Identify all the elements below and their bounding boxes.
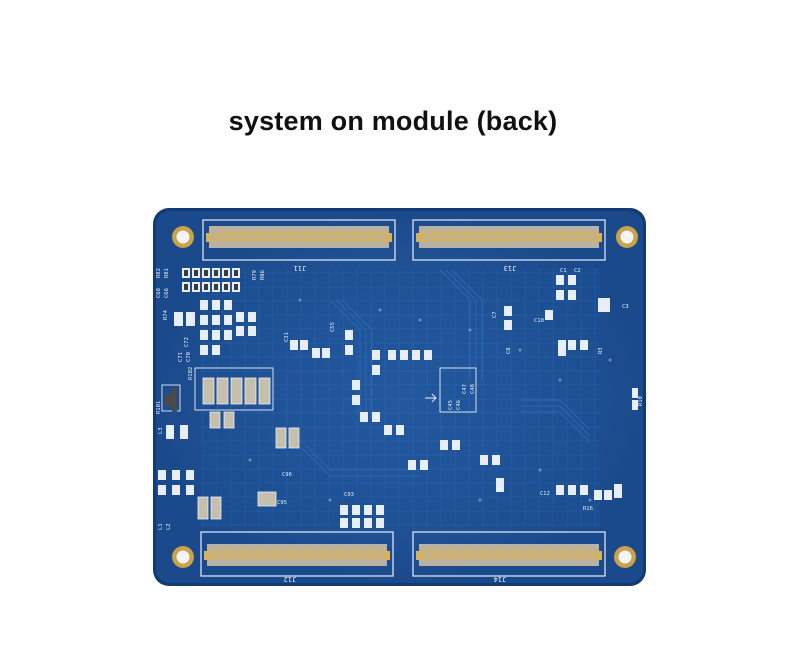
connector-j14-label: J14 xyxy=(494,575,507,583)
silkscreen-outlines xyxy=(161,367,477,413)
silk-label: R10 xyxy=(638,396,644,406)
silk-label: C70 xyxy=(186,352,192,362)
silk-label: C55 xyxy=(330,322,336,332)
silk-label: R101 xyxy=(156,401,162,414)
connector-j11-label: J11 xyxy=(294,264,307,272)
silk-label: C12 xyxy=(540,491,550,497)
connector-j12-label: J12 xyxy=(284,575,297,583)
mounting-hole-top-left xyxy=(172,226,194,248)
silk-label: R3 xyxy=(598,347,604,354)
silk-label: L2 xyxy=(166,523,172,530)
connector-j11: J11 xyxy=(202,219,396,272)
mounting-hole-top-right xyxy=(616,226,638,248)
silk-label: L1 xyxy=(158,523,164,530)
silk-label: C46 xyxy=(456,400,462,410)
silkscreen-labels: R82 R81 C68 C66 R74 C72 C71 C70 R79 R86 … xyxy=(156,268,644,530)
connector-j13-label: J13 xyxy=(504,264,517,272)
silk-label: C31 xyxy=(284,332,290,342)
silk-label: R74 xyxy=(163,309,169,320)
silk-label: C95 xyxy=(277,500,287,506)
mounting-hole-bottom-left xyxy=(172,546,194,568)
silk-label: C72 xyxy=(184,337,190,347)
silk-label: C96 xyxy=(282,472,292,478)
connector-j14: J14 xyxy=(412,531,606,583)
silk-label: C7 xyxy=(492,311,498,318)
connector-j13: J13 xyxy=(412,219,606,272)
silk-label: C47 xyxy=(462,384,468,394)
silk-label: C48 xyxy=(470,384,476,394)
silk-label: C2 xyxy=(574,268,581,274)
silk-label: R79 xyxy=(252,270,258,280)
smd-components xyxy=(158,268,638,528)
mounting-hole-bottom-right xyxy=(614,546,636,568)
silk-label: R82 xyxy=(156,268,162,278)
silk-label: R81 xyxy=(164,268,170,278)
silk-label: C1 xyxy=(560,268,567,274)
silk-label: R16 xyxy=(583,506,593,512)
silk-label: R102 xyxy=(188,367,194,380)
pcb-board xyxy=(153,208,646,586)
connector-j12: J12 xyxy=(200,531,394,583)
silk-label: C93 xyxy=(344,492,354,498)
silk-label: C68 xyxy=(156,288,162,298)
silk-label: C71 xyxy=(178,352,184,362)
page-title: system on module (back) xyxy=(228,106,558,136)
silk-label: C45 xyxy=(448,400,454,410)
silk-label: C3 xyxy=(622,304,629,310)
silk-label: C10 xyxy=(534,318,544,324)
silk-label: C66 xyxy=(164,288,170,298)
silk-label: L3 xyxy=(158,427,164,434)
silk-label: C8 xyxy=(506,347,512,354)
silk-label: R86 xyxy=(260,270,266,280)
